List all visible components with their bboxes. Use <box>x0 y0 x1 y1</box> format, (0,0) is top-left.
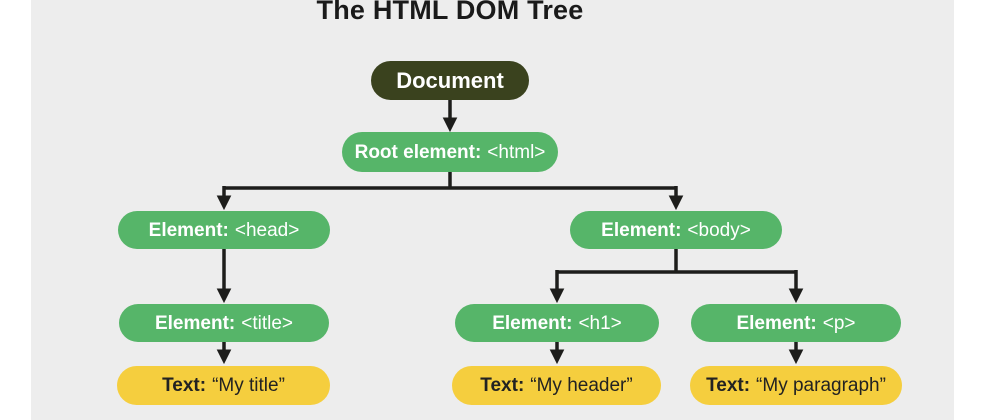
node-value: <h1> <box>578 312 622 334</box>
node-text-my-paragraph: Text: “My paragraph” <box>690 366 902 405</box>
node-value: <p> <box>822 312 856 334</box>
node-text-my-title: Text: “My title” <box>117 366 330 405</box>
node-value: <title> <box>241 312 293 334</box>
node-text-my-header: Text: “My header” <box>452 366 661 405</box>
node-label: Element: <box>154 312 236 334</box>
node-value: <html> <box>487 141 546 163</box>
node-value: “My header” <box>530 375 633 396</box>
node-label: Root element: <box>354 141 482 163</box>
node-label: Text: <box>162 375 207 396</box>
node-label: Text: <box>480 375 525 396</box>
node-element-head: Element: <head> <box>118 211 330 249</box>
node-element-body: Element: <body> <box>570 211 782 249</box>
node-value: “My paragraph” <box>756 375 886 396</box>
node-value: <body> <box>687 219 751 241</box>
node-value: <head> <box>234 219 300 241</box>
node-element-p: Element: <p> <box>691 304 901 342</box>
node-root-element-html: Root element: <html> <box>342 132 558 172</box>
node-label: Element: <box>492 312 573 334</box>
node-label: Text: <box>706 375 751 396</box>
node-label: Element: <box>601 219 682 241</box>
node-element-h1: Element: <h1> <box>455 304 659 342</box>
node-document-label: Document <box>396 67 504 93</box>
page-title: The HTML DOM Tree <box>316 0 584 25</box>
node-label: Element: <box>148 219 229 241</box>
node-element-title: Element: <title> <box>119 304 329 342</box>
node-document: Document <box>371 61 529 100</box>
node-value: “My title” <box>212 375 285 396</box>
node-label: Element: <box>736 312 817 334</box>
